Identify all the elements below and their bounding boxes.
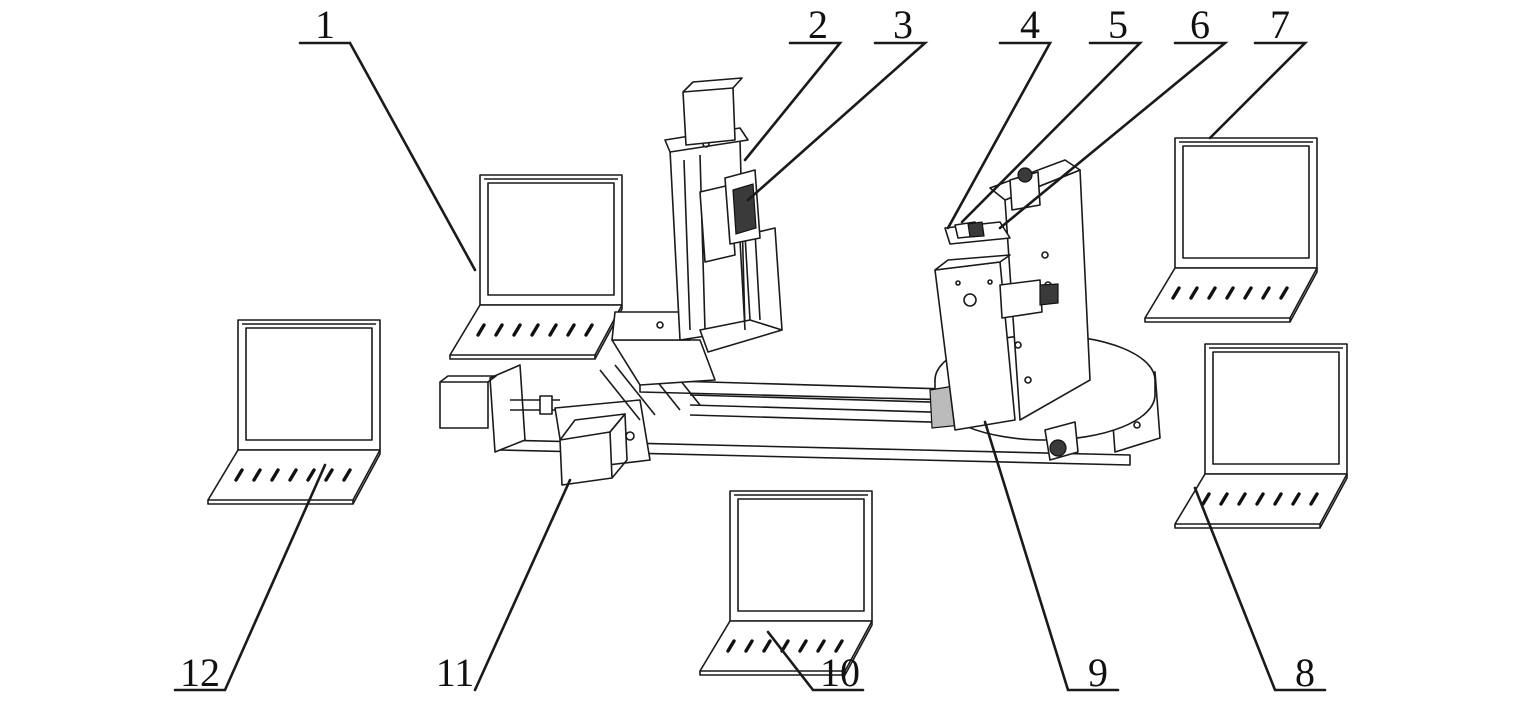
callout-4: 4 <box>1020 2 1040 47</box>
callout-8: 8 <box>1295 650 1315 695</box>
callout-12: 12 <box>180 650 220 695</box>
callout-3: 3 <box>893 2 913 47</box>
laptop-10 <box>698 489 874 677</box>
callout-5: 5 <box>1108 2 1128 47</box>
callout-7: 7 <box>1270 2 1290 47</box>
laptop-7 <box>1143 136 1319 324</box>
linear-rail-base <box>439 311 1161 486</box>
callout-11: 11 <box>436 650 475 695</box>
callout-1: 1 <box>315 2 335 47</box>
laptop-1 <box>448 173 624 361</box>
callout-2: 2 <box>808 2 828 47</box>
laptop-12 <box>206 318 382 506</box>
callout-10: 10 <box>820 650 860 695</box>
callout-9: 9 <box>1088 650 1108 695</box>
callout-6: 6 <box>1190 2 1210 47</box>
leader-lines <box>173 41 1327 692</box>
vertical-lift-stage <box>664 77 783 353</box>
rotary-tilt-stage <box>929 159 1156 461</box>
